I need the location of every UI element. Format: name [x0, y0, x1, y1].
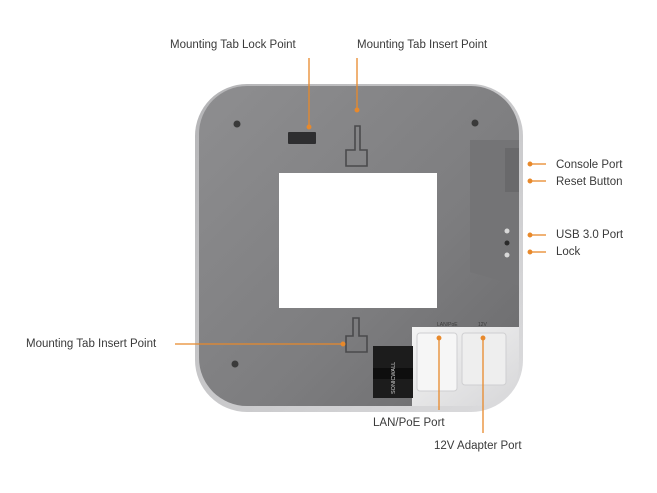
callout-mounting-tab-insert-point-top: Mounting Tab Insert Point: [357, 39, 488, 51]
callout-console-port: Console Port: [556, 159, 623, 171]
leader-dot-lock-point: [306, 124, 312, 130]
brand-text: SONICWALL: [391, 362, 397, 394]
lock-dot: [504, 240, 510, 246]
leader-dot-lock: [527, 249, 533, 255]
leader-dot-lan-poe: [436, 335, 442, 341]
lan-poe-port: [416, 332, 458, 392]
callout-lock: Lock: [556, 246, 581, 258]
usb-port-dot: [504, 228, 510, 234]
label-sticker-band: [373, 368, 413, 379]
screw-bottom-left: [231, 360, 239, 368]
callout-adapter-port: 12V Adapter Port: [434, 440, 522, 452]
callout-mounting-tab-lock-point: Mounting Tab Lock Point: [170, 39, 296, 51]
port-label-12v: 12V: [478, 322, 488, 328]
leader-dot-adapter: [480, 335, 486, 341]
mounting-tab-lock-slot: [288, 132, 316, 144]
leader-dot-console: [527, 161, 533, 167]
screw-top-right: [471, 119, 479, 127]
lock-dot-2: [504, 252, 510, 258]
port-label-lan-poe: LAN/PoE: [437, 322, 458, 328]
leader-dot-insert-top: [354, 107, 360, 113]
callout-lan-poe-port: LAN/PoE Port: [373, 417, 445, 429]
callout-mounting-tab-insert-point-left: Mounting Tab Insert Point: [26, 338, 157, 350]
screw-top-left: [233, 120, 241, 128]
mounting-tab-insert-top: [345, 125, 368, 167]
callout-usb-port: USB 3.0 Port: [556, 229, 624, 241]
callout-reset-button: Reset Button: [556, 176, 623, 188]
leader-dot-reset: [527, 178, 533, 184]
mounting-tab-insert-left: [345, 317, 368, 353]
leader-lines: [175, 58, 546, 433]
adapter-port: [461, 332, 507, 386]
leader-dot-insert-left: [340, 341, 346, 347]
leader-dot-usb: [527, 232, 533, 238]
center-opening: [279, 173, 437, 308]
console-reset-recess: [505, 148, 519, 192]
